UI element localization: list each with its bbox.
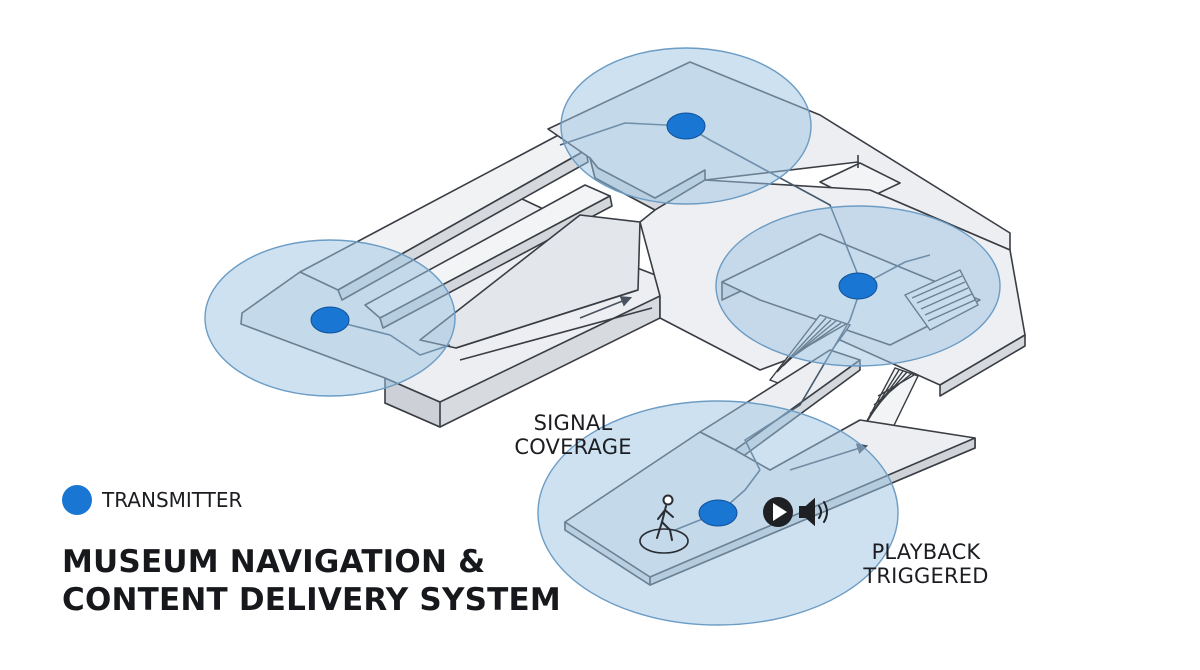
lower-stair-step (873, 373, 912, 406)
walking-person-icon (639, 494, 689, 554)
playback-triggered-label: PLAYBACK TRIGGERED (846, 540, 1006, 588)
visitor-head (662, 494, 674, 506)
signal-coverage-label-line-2: COVERAGE (514, 434, 632, 459)
signal-coverage-label: SIGNAL COVERAGE (488, 411, 658, 459)
diagram-title-line-2: CONTENT DELIVERY SYSTEM (62, 581, 561, 618)
speaker-icon (799, 497, 828, 527)
transmitter-lower (698, 499, 738, 527)
inner-ramp-edge-2 (459, 307, 653, 361)
inner-ramp-edge (455, 289, 639, 349)
transmitter-legend-dot (62, 485, 92, 515)
visitor-body (656, 505, 674, 541)
diagram-title-line-1: MUSEUM NAVIGATION & (62, 544, 486, 580)
lower-stair-step (877, 374, 915, 397)
transmitters (310, 112, 878, 527)
arrow-to-central-hall (579, 296, 633, 319)
inner-ramp (419, 214, 641, 349)
transmitter-west (310, 306, 350, 334)
play-button-icon (763, 497, 793, 527)
legend: TRANSMITTER (62, 484, 242, 516)
transmitter-north (666, 112, 706, 140)
transmitter-east (838, 272, 878, 300)
visitor-ground-ring (639, 528, 689, 554)
signal-coverage-label-line-1: SIGNAL (533, 411, 613, 435)
playback-triggered-label-line-1: PLAYBACK (871, 540, 981, 564)
transmitter-legend-label: TRANSMITTER (102, 488, 243, 512)
diagram-title: MUSEUM NAVIGATION & CONTENT DELIVERY SYS… (62, 544, 582, 620)
central-hall-front-edge (939, 334, 1026, 397)
playback-triggered-label-line-2: TRIGGERED (863, 563, 989, 588)
